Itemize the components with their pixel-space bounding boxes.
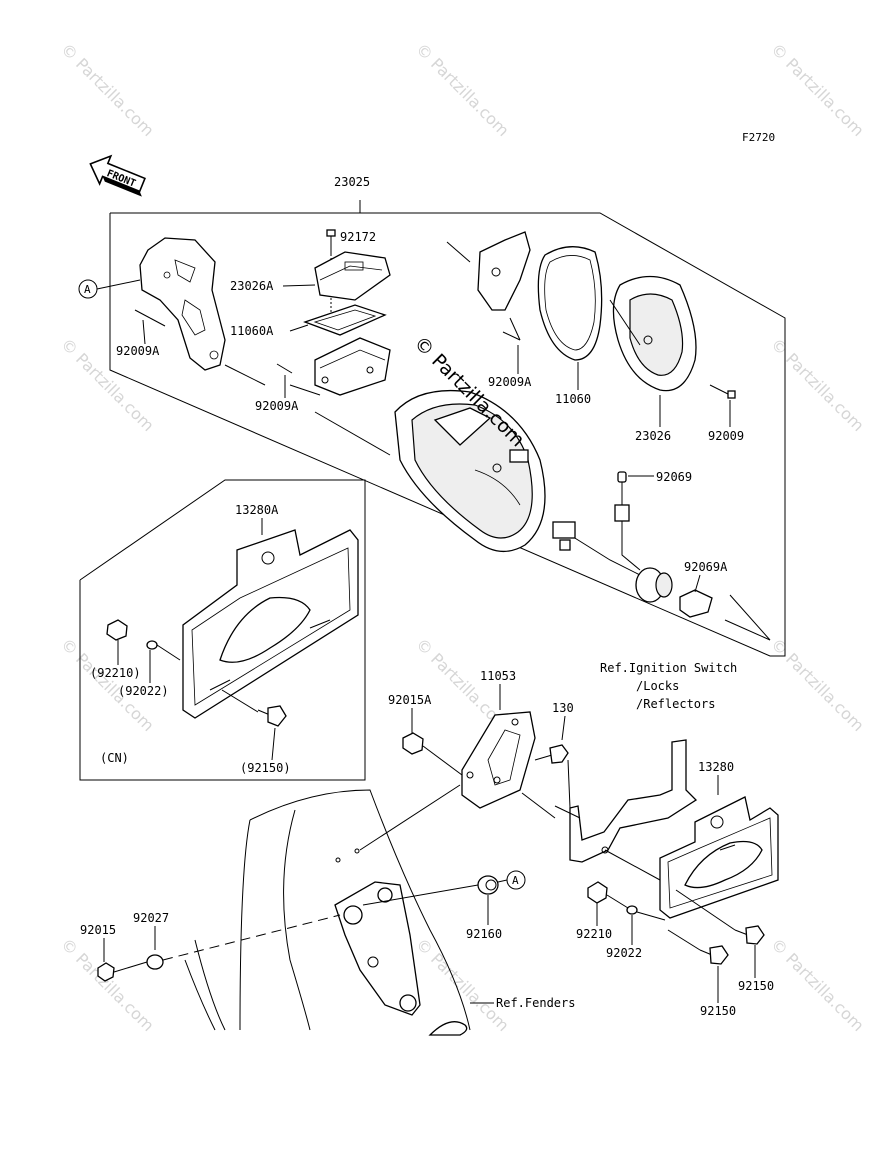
part-92210: 92210: [576, 927, 612, 941]
watermark: © Partzilla.com: [767, 934, 868, 1035]
reflector-bracket: [477, 231, 531, 311]
part-92009A-middle: 92009A: [255, 399, 299, 413]
watermark: © Partzilla.com: [767, 634, 868, 735]
part-23025: 23025: [334, 175, 370, 189]
part-11060: 11060: [555, 392, 591, 406]
part-11060A: 11060A: [230, 324, 274, 338]
collar-92027: [146, 954, 164, 970]
part-92069: 92069: [656, 470, 692, 484]
ref-fenders: Ref.Fenders: [496, 996, 575, 1010]
watermark: © Partzilla.com: [412, 934, 513, 1035]
nut-92015A: [402, 732, 424, 755]
part-92172: 92172: [340, 230, 376, 244]
nut-92210-cn: [106, 619, 128, 641]
watermark: © Partzilla.com: [767, 39, 868, 140]
part-92009A-left: 92009A: [116, 344, 160, 358]
license-plate-bracket-13280: [569, 739, 779, 919]
part-13280A: 13280A: [235, 503, 279, 517]
washer-92022-cn: [146, 640, 158, 650]
watermark: © Partzilla.com: [412, 39, 513, 140]
part-130: 130: [552, 701, 574, 715]
watermark: © Partzilla.com: [767, 334, 868, 435]
bolt-130: [534, 744, 569, 764]
part-92009: 92009: [708, 429, 744, 443]
part-13280: 13280: [698, 760, 734, 774]
bulb-socket-assembly: [552, 471, 713, 618]
part-92022-cn: (92022): [118, 684, 169, 698]
part-92210-cn: (92210): [90, 666, 141, 680]
figure-code: F2720: [742, 131, 775, 144]
front-arrow-icon: FRONT: [89, 154, 146, 197]
part-92009A-right: 92009A: [488, 375, 532, 389]
gasket-11060A: [303, 304, 387, 336]
part-92069A: 92069A: [684, 560, 728, 574]
rear-fender: [184, 789, 471, 1036]
bolt-92150-cn: [257, 705, 287, 727]
ref-locks: /Locks: [636, 679, 679, 693]
part-92015A: 92015A: [388, 693, 432, 707]
bolt-92150-b: [699, 945, 729, 965]
lens-gasket-11060: [537, 246, 603, 361]
ref-reflectors: /Reflectors: [636, 697, 715, 711]
part-11053: 11053: [480, 669, 516, 683]
screw-92009A-right: [502, 331, 521, 341]
license-light-cover: [314, 251, 391, 301]
nut-92210: [587, 881, 608, 904]
bracket-11053: [461, 711, 536, 809]
part-92015: 92015: [80, 923, 116, 937]
screw-92009: [709, 384, 736, 399]
label-cn: (CN): [100, 751, 129, 765]
part-23026A: 23026A: [230, 279, 274, 293]
callout-a-lower: [506, 870, 526, 890]
part-92150-cn: (92150): [240, 761, 291, 775]
bolt-92150-a: [734, 925, 765, 945]
ref-ignition-switch: Ref.Ignition Switch: [600, 661, 737, 675]
callout-letter: A: [84, 283, 91, 296]
tail-light-bracket: [139, 237, 226, 371]
nut-92015: [97, 962, 115, 982]
watermark: © Partzilla.com: [57, 39, 158, 140]
washer-92022: [626, 905, 638, 915]
part-92150-a: 92150: [738, 979, 774, 993]
part-92160: 92160: [466, 927, 502, 941]
cn-box: [79, 479, 366, 781]
assembly-outline: [109, 212, 786, 657]
tail-light-lens-23026: [612, 275, 697, 392]
watermark: © Partzilla.com: [57, 934, 158, 1035]
part-92150-b: 92150: [700, 1004, 736, 1018]
grommet-92160: [477, 875, 499, 895]
screw-92009A-middle: [276, 363, 293, 374]
tail-light-housing: [394, 389, 546, 552]
screw-92009A-left: [134, 309, 166, 327]
license-light-base: [314, 337, 391, 396]
callout-letter-lower: A: [512, 874, 519, 887]
part-23026: 23026: [635, 429, 671, 443]
part-92022: 92022: [606, 946, 642, 960]
part-92027: 92027: [133, 911, 169, 925]
license-plate-bracket-cn: [182, 529, 359, 719]
screw-92172: [326, 229, 336, 254]
